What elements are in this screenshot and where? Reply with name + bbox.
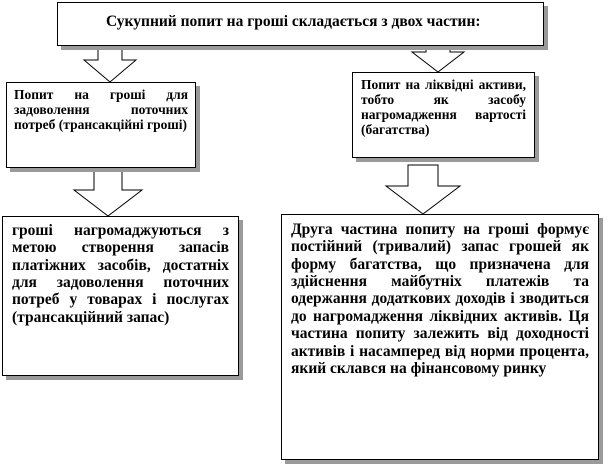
diagram-title: Сукупний попит на гроші складається з дв… bbox=[106, 13, 481, 30]
liquid-assets-demand-box: Попит на ліквідні активи, тобто як засоб… bbox=[352, 72, 535, 158]
transaction-reserve-text: гроші нагромаджуються з метою створення … bbox=[12, 222, 229, 326]
arrow-right-top-to-right-bottom bbox=[384, 164, 462, 215]
arrow-left-top-to-left-bottom bbox=[72, 170, 144, 217]
diagram-title-box: Сукупний попит на гроші складається з дв… bbox=[57, 2, 544, 46]
wealth-demand-box: Друга частина попиту на гроші формує пос… bbox=[281, 214, 599, 460]
arrow-title-to-left bbox=[82, 44, 138, 83]
liquid-assets-demand-text: Попит на ліквідні активи, тобто як засоб… bbox=[361, 77, 526, 138]
transaction-reserve-box: гроші нагромаджуються з метою створення … bbox=[2, 216, 239, 376]
wealth-demand-text: Друга частина попиту на гроші формує пос… bbox=[291, 221, 589, 377]
transaction-demand-text: Попит на гроші для задоволення поточних … bbox=[14, 87, 188, 133]
transaction-demand-box: Попит на гроші для задоволення поточних … bbox=[6, 82, 196, 168]
